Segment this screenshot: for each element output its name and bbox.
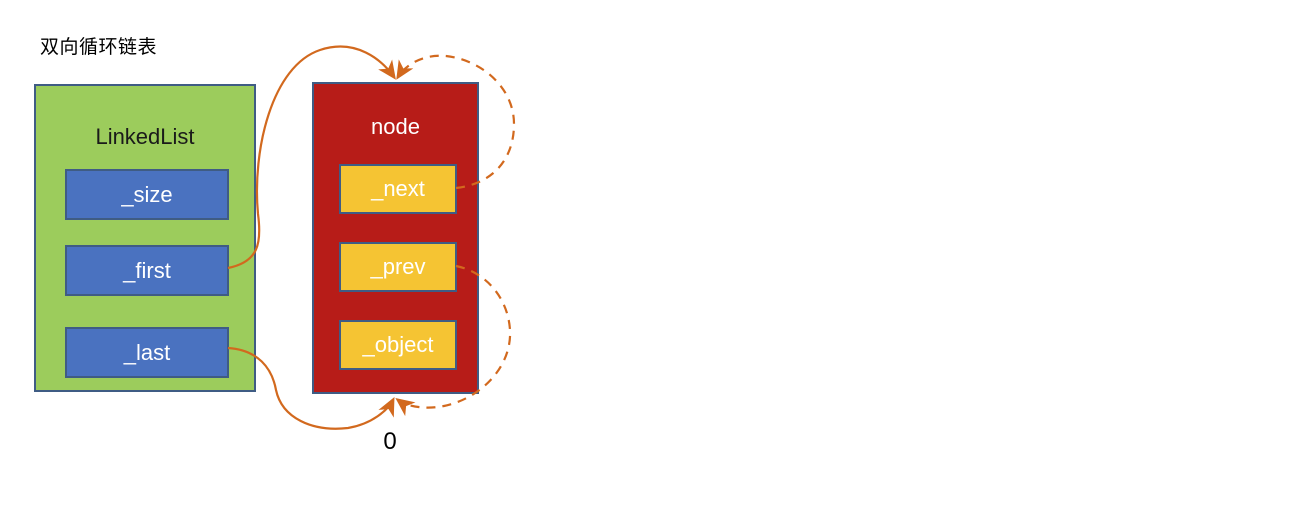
field-last[interactable]: _last <box>65 327 229 378</box>
linkedlist-class-title: LinkedList <box>95 124 195 149</box>
field-first[interactable]: _first <box>65 245 229 296</box>
field-next[interactable]: _next <box>339 164 457 214</box>
node-class-title: node <box>371 114 420 139</box>
diagram-title: 双向循环链表 <box>40 37 158 58</box>
linkedlist-class-box[interactable]: LinkedList _size _first _last <box>34 84 256 392</box>
node-class-box[interactable]: node _next _prev _object <box>312 82 479 394</box>
node-value-label: 0 <box>383 428 397 455</box>
field-size[interactable]: _size <box>65 169 229 220</box>
field-object[interactable]: _object <box>339 320 457 370</box>
field-prev[interactable]: _prev <box>339 242 457 292</box>
